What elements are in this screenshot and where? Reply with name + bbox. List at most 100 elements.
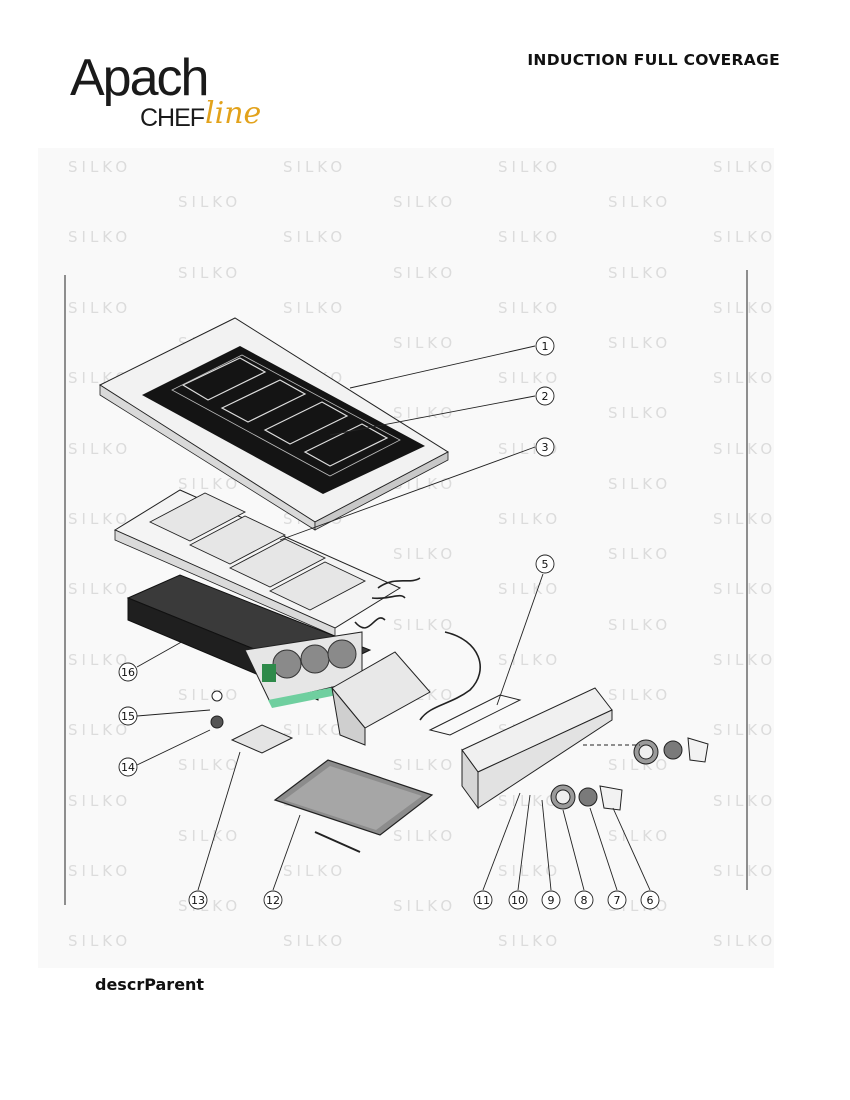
logo-script-text: line [205,96,262,131]
watermark-text: SILKO [608,263,672,282]
watermark-text: SILKO [68,580,132,599]
generator-box-part [126,574,372,708]
watermark-text: SILKO [498,228,562,247]
watermark-text: SILKO [713,932,777,951]
callout-1: 1 [535,336,555,356]
watermark-text: SILKO [178,474,242,493]
watermark-text: SILKO [498,510,562,528]
watermark-text: SILKO [713,510,777,528]
callout-12: 12 [263,890,283,910]
watermark-text: SILKO [498,158,562,176]
watermark-text: SILKO [713,369,777,388]
watermark-text: SILKO [68,650,132,669]
callout-label: 6 [647,894,654,907]
watermark-text: SILKO [283,228,347,247]
callout-2: 2 [535,386,555,406]
watermark-text: SILKO [713,791,777,810]
callout-label: 3 [542,441,549,454]
small-parts [210,690,294,754]
watermark-text: SILKO [713,228,777,247]
logo-main-text: Apach [70,49,209,107]
coil-tray-part [113,489,402,637]
watermark-text: SILKO [178,193,242,212]
watermark-text: SILKO [498,650,562,669]
watermark-text: SILKO [713,862,777,880]
watermark-text: SILKO [283,158,347,176]
lower-knob-set [550,784,623,811]
control-panel-part [428,687,613,810]
callout-6: 6 [640,890,660,910]
watermark-text: SILKO [498,369,562,388]
watermark-text: SILKO [68,510,132,528]
watermark-text: SILKO [178,686,242,704]
watermark-text: SILKO [713,580,777,599]
callout-label: 14 [121,761,135,774]
document-title: INDUCTION FULL COVERAGE [527,51,780,69]
watermark-text: SILKO [608,193,672,212]
watermark-text: SILKO [68,228,132,247]
leader-lines [136,345,651,891]
watermark-text: SILKO [498,932,562,951]
brand-logo: Apach CHEF line [70,48,280,138]
upper-knob-set [583,737,709,765]
callout-label: 7 [614,894,621,907]
callout-label: 2 [542,390,549,403]
wiring-harness [354,577,481,721]
watermark-text: SILKO [393,545,457,564]
watermark-text: SILKO [283,862,347,880]
watermark-text: SILKO [393,404,457,423]
watermark-text: SILKO [393,826,457,845]
watermark-text: SILKO [393,334,457,352]
watermark-text: SILKO [393,897,457,916]
watermark-text: SILKO [178,263,242,282]
callout-15: 15 [118,706,138,726]
callout-14: 14 [118,757,138,777]
watermark-text: SILKO [393,263,457,282]
callout-label: 16 [121,666,135,679]
callout-8: 8 [574,890,594,910]
watermark-text: SILKO [178,756,242,775]
callout-label: 11 [476,894,490,907]
watermark-text: SILKO [498,298,562,317]
callout-label: 12 [266,894,280,907]
filter-part [273,759,434,853]
callout-label: 15 [121,710,135,723]
watermark-text: SILKO [68,932,132,951]
cover-plate-part [331,651,431,746]
watermark-text: SILKO [608,545,672,564]
callout-label: 13 [191,894,205,907]
watermark-text: SILKO [498,862,562,880]
watermark-text: SILKO [608,404,672,423]
watermark-text: SILKO [68,862,132,880]
watermark-text: SILKO [713,721,777,740]
watermark-text: SILKO [713,158,777,176]
watermark-text: SILKO [283,932,347,951]
callout-label: 10 [511,894,525,907]
callout-10: 10 [508,890,528,910]
callout-11: 11 [473,890,493,910]
watermark-text: SILKO [68,158,132,176]
callout-label: 8 [581,894,588,907]
watermark-text: SILKO [283,298,347,317]
watermark-text: SILKO [713,439,777,458]
watermark-text: SILKO [608,334,672,352]
part-description: descrParent [95,975,205,994]
watermark-text: SILKO [393,615,457,634]
callout-label: 9 [548,894,555,907]
watermark-text: SILKO [68,791,132,810]
watermark-text: SILKO [608,474,672,493]
watermark-text: SILKO [713,650,777,669]
watermark-text: SILKO [608,826,672,845]
watermark-text: SILKO [608,615,672,634]
watermark-text: SILKO [608,686,672,704]
watermark-text: SILKO [68,721,132,740]
callout-5: 5 [535,554,555,574]
watermark-text: SILKO [713,298,777,317]
watermark-text: SILKO [283,721,347,740]
callout-3: 3 [535,437,555,457]
callout-13: 13 [188,890,208,910]
callout-7: 7 [607,890,627,910]
watermark-text: SILKO [68,439,132,458]
